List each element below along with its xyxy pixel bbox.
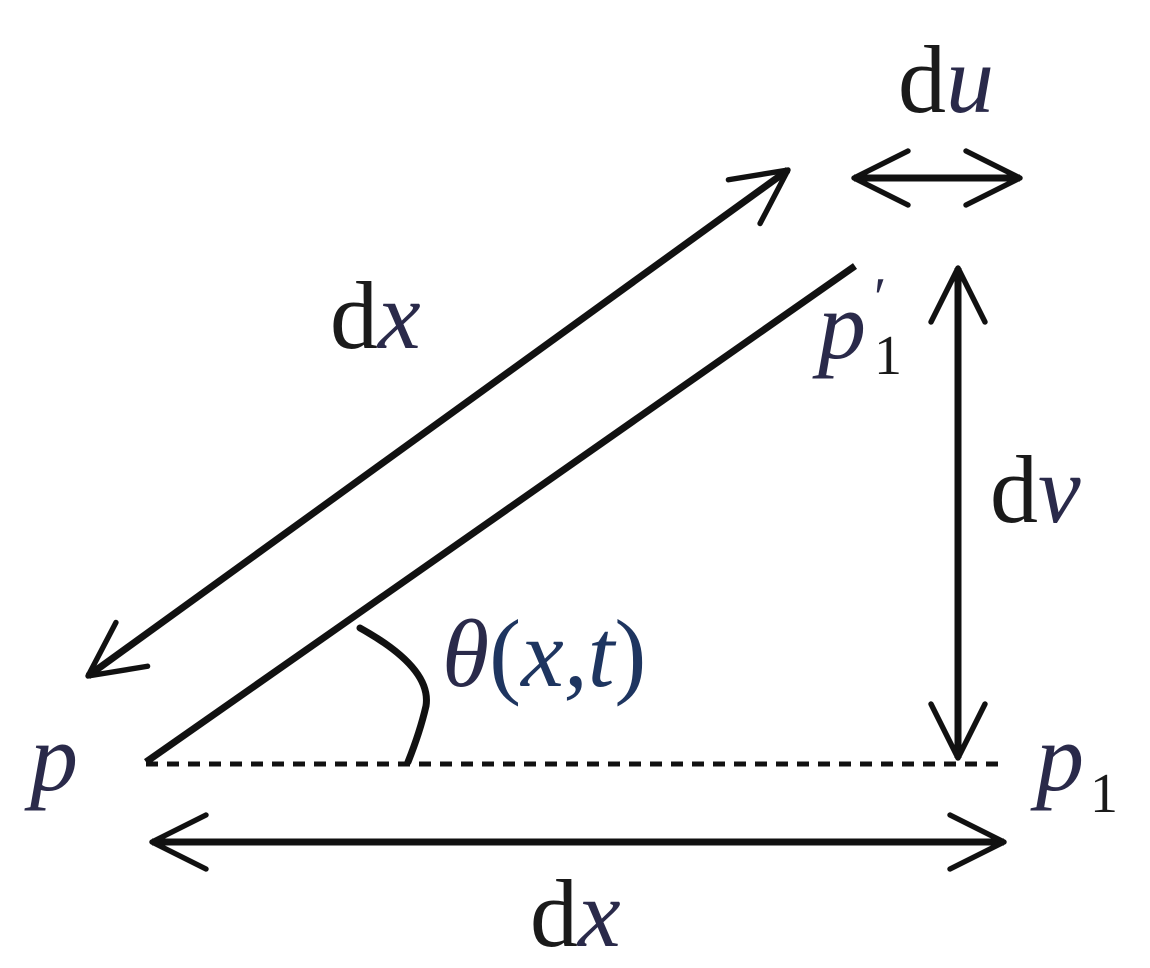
label-theta-close-paren: ) xyxy=(614,600,646,707)
theta-angle-arc xyxy=(356,624,430,766)
label-dx-hypotenuse: dx xyxy=(330,262,421,369)
label-dx-hyp-d: d xyxy=(330,262,378,369)
label-p1-sub: 1 xyxy=(1090,763,1118,825)
label-du: du xyxy=(898,26,994,133)
label-dv-d: d xyxy=(990,436,1038,543)
hypotenuse-dx-arrow xyxy=(85,167,791,679)
label-theta-args: x,t xyxy=(519,600,617,707)
label-p1: p xyxy=(1030,704,1084,811)
label-du-d: d xyxy=(898,26,946,133)
label-p1-prime: p xyxy=(812,272,866,379)
deformed-line xyxy=(143,263,858,765)
label-dx-hyp-var: x xyxy=(376,262,421,369)
label-dv: dv xyxy=(990,436,1081,543)
label-dx-base-d: d xyxy=(530,860,578,967)
label-dv-var: v xyxy=(1038,436,1081,543)
label-dx-base-var: x xyxy=(576,860,621,967)
label-p1-prime-sub: 1 xyxy=(874,325,902,387)
label-p: p xyxy=(24,704,78,811)
label-theta: θ(x,t) xyxy=(442,600,646,707)
label-theta-open-paren: ( xyxy=(489,600,521,707)
label-p1-prime-mark: ′ xyxy=(874,267,886,329)
label-du-var: u xyxy=(946,26,994,133)
label-dx-base: dx xyxy=(530,860,621,967)
label-theta-symbol: θ xyxy=(442,600,489,707)
